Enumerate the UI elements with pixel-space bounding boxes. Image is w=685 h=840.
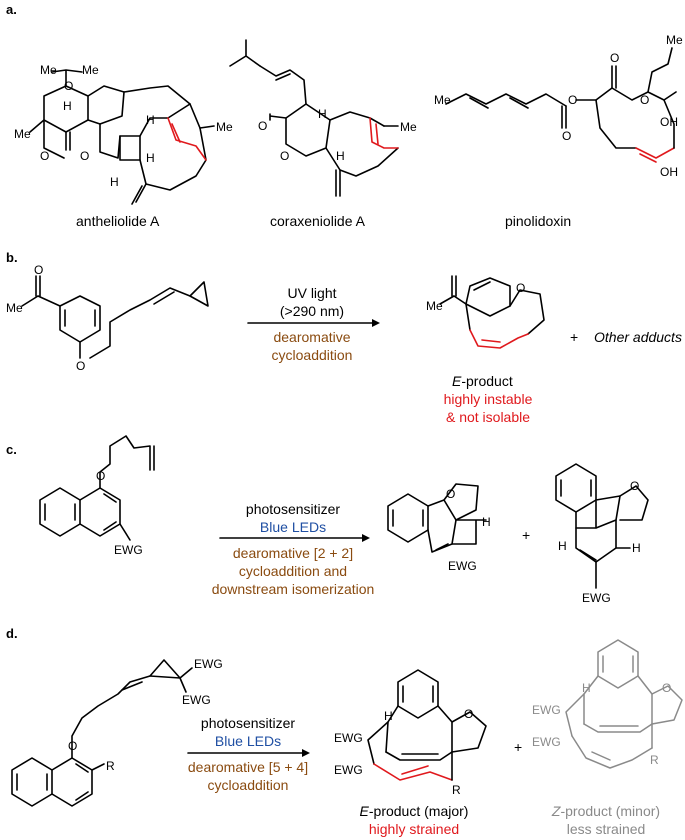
atom-o: O [568, 93, 577, 107]
atom-h: H [482, 515, 491, 529]
atom-h: H [318, 107, 327, 121]
atom-o: O [96, 469, 105, 483]
atom-h: H [336, 149, 345, 163]
atom-o: O [40, 149, 49, 163]
coraxeniolide-structure [229, 39, 399, 197]
atom-o: O [34, 263, 43, 277]
atom-o: O [464, 707, 473, 721]
condition-c-3: dearomative [2 + 2] [233, 545, 353, 561]
atom-o: O [80, 149, 89, 163]
atom-ewg: EWG [532, 735, 561, 749]
product-d2-structure [565, 639, 683, 769]
atom-me: Me [426, 299, 443, 313]
condition-d-3: dearomative [5 + 4] [188, 759, 308, 775]
condition-b-2: (>290 nm) [280, 303, 344, 319]
condition-c-2: Blue LEDs [260, 519, 326, 535]
atom-me: Me [14, 127, 31, 141]
atom-h: H [632, 541, 641, 555]
atom-o: O [662, 681, 671, 695]
atom-r: R [452, 783, 461, 797]
panel-label-a: a. [6, 2, 17, 17]
atom-o: O [516, 281, 525, 295]
plus-c: + [522, 527, 530, 543]
atom-o: O [562, 129, 571, 143]
product-b-note-2: & not isolable [446, 409, 530, 425]
atom-o: O [280, 149, 289, 163]
condition-d-1: photosensitizer [201, 715, 296, 731]
compound-name-pinolidoxin: pinolidoxin [505, 213, 571, 229]
product-b-note-1: highly instable [444, 391, 533, 407]
atom-h: H [146, 113, 155, 127]
atom-o: O [446, 487, 455, 501]
atom-o: O [640, 93, 649, 107]
atom-ewg: EWG [582, 591, 611, 605]
atom-h: H [63, 99, 72, 113]
atom-oh: OH [660, 115, 678, 129]
atom-h: H [110, 175, 119, 189]
product-b-label: E-product [452, 373, 513, 389]
product-d2-label: Z-product (minor) [551, 803, 660, 819]
atom-r: R [106, 759, 115, 773]
condition-c-5: downstream isomerization [212, 581, 375, 597]
condition-b-3: dearomative [273, 329, 350, 345]
compound-name-antheliolide: antheliolide A [76, 213, 160, 229]
atom-me: Me [82, 63, 99, 77]
product-c2-structure [555, 463, 649, 563]
antheliolide-structure [29, 69, 215, 205]
product-d2-note: less strained [567, 821, 646, 837]
atom-ewg: EWG [334, 731, 363, 745]
atom-me: Me [400, 120, 417, 134]
atom-o: O [64, 79, 73, 93]
condition-c-1: photosensitizer [246, 501, 341, 517]
other-adducts: Other adducts [594, 329, 682, 345]
panel-label-c: c. [6, 442, 17, 457]
pinolidoxin-structure [445, 47, 677, 163]
atom-me: Me [434, 93, 451, 107]
condition-c-4: cycloaddition and [239, 563, 347, 579]
atom-o: O [610, 51, 619, 65]
compound-name-coraxeniolide: coraxeniolide A [270, 213, 366, 229]
substrate-b-structure [21, 275, 209, 359]
atom-r: R [650, 753, 659, 767]
arrowhead-b [372, 319, 380, 327]
arrowhead-c [362, 534, 370, 542]
product-c1-structure [387, 483, 487, 553]
plus-b: + [570, 329, 578, 345]
atom-h: H [558, 539, 567, 553]
atom-me: Me [40, 63, 57, 77]
panel-label-b: b. [6, 250, 18, 265]
atom-ewg: EWG [194, 657, 223, 671]
substrate-d-structure [11, 659, 193, 807]
atom-o: O [258, 119, 267, 133]
atom-ewg: EWG [532, 703, 561, 717]
atom-oh: OH [660, 165, 678, 179]
atom-ewg: EWG [448, 559, 477, 573]
atom-o: O [76, 359, 85, 373]
condition-b-4: cycloaddition [272, 347, 353, 363]
atom-me: Me [666, 33, 683, 47]
atom-o: O [630, 479, 639, 493]
atom-h: H [582, 681, 591, 695]
condition-d-2: Blue LEDs [215, 733, 281, 749]
product-b-structure [439, 275, 545, 349]
plus-d: + [514, 739, 522, 755]
condition-d-4: cycloaddition [208, 777, 289, 793]
substrate-c-structure [39, 435, 155, 541]
product-d1-structure [367, 669, 487, 781]
atom-h: H [384, 709, 393, 723]
atom-ewg: EWG [114, 543, 143, 557]
atom-o: O [68, 739, 77, 753]
atom-me: Me [6, 301, 23, 315]
atom-ewg: EWG [182, 693, 211, 707]
condition-b-1: UV light [287, 285, 336, 301]
product-d1-label: E-product (major) [360, 803, 469, 819]
atom-me: Me [216, 120, 233, 134]
panel-label-d: d. [6, 626, 18, 641]
arrowhead-d [302, 749, 310, 757]
atom-ewg: EWG [334, 763, 363, 777]
product-d1-note: highly strained [369, 821, 459, 837]
atom-h: H [146, 151, 155, 165]
